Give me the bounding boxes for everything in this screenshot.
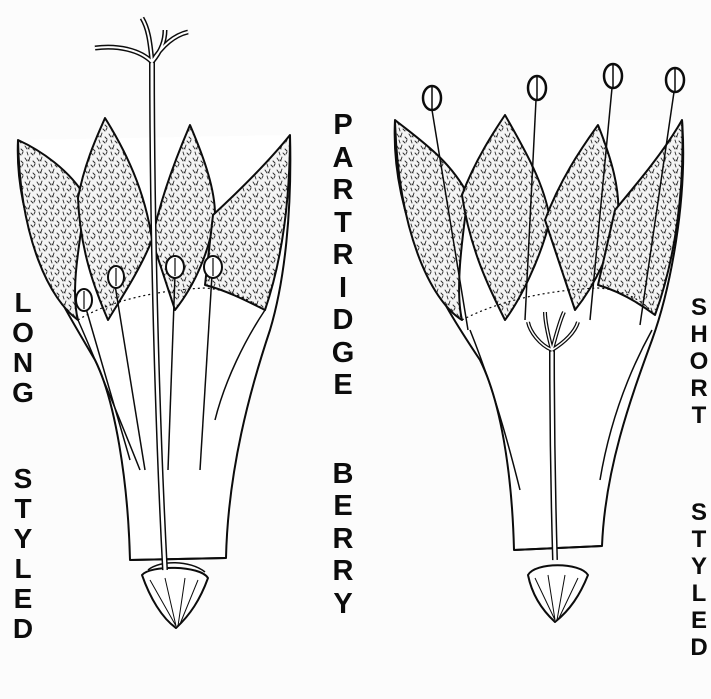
label-letter: S [691,296,707,323]
label-letter: L [692,582,707,609]
label-letter: T [14,495,31,525]
label-letter: Y [14,525,33,555]
label-long-styled: L O N G S T Y L E D [6,289,40,645]
label-letter: O [690,350,709,377]
left-calyx [142,568,208,628]
label-letter: T [692,528,707,555]
label-letter: R [333,525,354,558]
label-partridge-berry: P A R T R I D G E B E R R Y [323,111,363,622]
label-short-styled: S H O R T S T Y L E D [684,296,711,663]
label-letter: N [13,349,33,379]
label-letter: T [692,404,707,431]
label-letter: L [14,289,31,319]
label-letter: R [333,241,354,274]
label-letter: I [339,274,347,307]
label-letter: Y [691,555,707,582]
label-letter: E [333,492,352,525]
label-letter: B [333,460,354,493]
label-letter: S [14,465,33,495]
label-letter: R [333,176,354,209]
label-letter: D [690,636,707,663]
label-letter: E [691,609,707,636]
label-letter: G [12,379,34,409]
label-letter: P [333,111,352,144]
label-letter: D [333,306,354,339]
short-styled-flower [395,64,684,622]
label-letter: G [332,339,355,372]
label-letter: E [333,371,352,404]
label-letter: A [333,144,354,177]
label-letter: S [691,501,707,528]
label-letter: D [13,615,33,645]
label-letter: H [690,323,707,350]
label-letter: R [333,557,354,590]
label-letter: T [334,209,352,242]
long-styled-flower [18,18,291,628]
label-letter: Y [333,590,352,623]
label-letter: L [14,555,31,585]
label-letter: E [14,585,33,615]
label-letter: R [690,377,707,404]
label-letter: O [12,319,34,349]
